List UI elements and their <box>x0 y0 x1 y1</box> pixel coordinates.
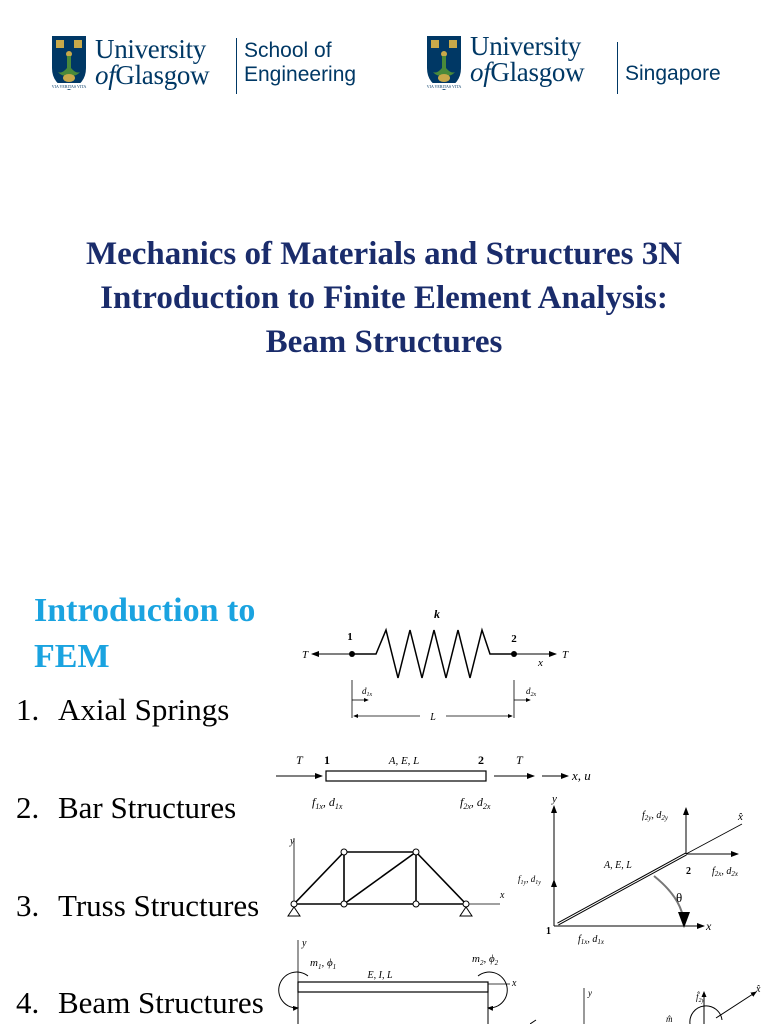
logo-divider <box>617 42 618 94</box>
svg-text:k: k <box>434 607 440 621</box>
section-heading: Introduction to FEM <box>34 592 256 675</box>
svg-text:d2x: d2x <box>526 686 537 698</box>
wordmark-line1: University <box>470 31 581 61</box>
svg-text:1: 1 <box>324 753 330 767</box>
university-wordmark: University ofGlasgow <box>470 31 585 87</box>
university-crest-icon: VIA VERITAS VITA <box>52 36 87 90</box>
title-line3: Beam Structures <box>265 324 503 360</box>
school-name: School of Engineering <box>244 39 357 87</box>
svg-text:VIA VERITAS VITA: VIA VERITAS VITA <box>52 84 87 89</box>
logo-divider <box>236 38 237 94</box>
list-item: 1.Axial Springs <box>16 692 230 727</box>
svg-text:T: T <box>302 649 309 661</box>
svg-text:x̂: x̂ <box>755 984 761 995</box>
svg-text:A, E, L: A, E, L <box>388 755 420 767</box>
title-line1: Mechanics of Materials and Structures 3N <box>85 236 683 272</box>
list-item: 3.Truss Structures <box>16 888 260 923</box>
svg-text:x: x <box>705 919 712 933</box>
svg-text:T: T <box>562 649 569 661</box>
truss-diagram: y x <box>287 836 505 917</box>
svg-text:f1x, d1x: f1x, d1x <box>312 795 343 811</box>
svg-text:θ: θ <box>676 890 682 905</box>
inclined-bar-diagram: y x x̂ θ A, E, L 1 2 f2y, d2y f2x, d2x f… <box>518 793 743 946</box>
svg-text:x: x <box>537 657 543 669</box>
svg-text:x, u: x, u <box>571 768 591 783</box>
svg-text:x̂: x̂ <box>737 811 743 823</box>
svg-text:E, I, L: E, I, L <box>367 970 393 981</box>
svg-text:m2, ϕ2: m2, ϕ2 <box>472 953 499 967</box>
svg-text:f2x, d2x: f2x, d2x <box>712 866 739 878</box>
frame-diagram: y x̂ f̂2y m̂ <box>530 984 761 1024</box>
svg-text:2: 2 <box>478 753 484 767</box>
svg-text:f2y, d2y: f2y, d2y <box>642 810 669 822</box>
svg-text:2: 2 <box>511 633 517 645</box>
svg-text:A, E, L: A, E, L <box>603 860 632 871</box>
svg-text:f2x, d2x: f2x, d2x <box>460 795 491 811</box>
svg-text:f1x, d1x: f1x, d1x <box>578 934 605 946</box>
svg-text:d1x: d1x <box>362 686 373 698</box>
svg-text:y: y <box>289 836 295 847</box>
svg-text:f1y, d1y: f1y, d1y <box>518 874 541 886</box>
wordmark-line2: ofGlasgow <box>95 60 210 90</box>
list-item: 2.Bar Structures <box>16 790 237 825</box>
list-item: 4.Beam Structures <box>16 985 264 1020</box>
svg-text:VIA VERITAS VITA: VIA VERITAS VITA <box>427 84 462 89</box>
university-crest-icon: VIA VERITAS VITA <box>427 36 462 90</box>
svg-text:m1, ϕ1: m1, ϕ1 <box>310 957 336 971</box>
svg-text:m̂: m̂ <box>666 1014 673 1024</box>
svg-text:T: T <box>516 753 524 767</box>
svg-text:x: x <box>499 890 505 901</box>
svg-text:2: 2 <box>686 866 691 877</box>
svg-text:T: T <box>296 753 304 767</box>
svg-text:x: x <box>511 978 517 989</box>
wordmark-line2: ofGlasgow <box>470 57 585 87</box>
svg-text:1: 1 <box>347 631 353 643</box>
beam-diagram: y x m1, ϕ1 m2, ϕ2 E, I, L <box>278 938 517 1024</box>
svg-text:1: 1 <box>546 926 551 937</box>
campus-name: Singapore <box>625 62 721 85</box>
university-wordmark: University ofGlasgow <box>95 34 210 90</box>
spring-diagram: k 1 2 T T x d1x d2x L <box>302 607 569 723</box>
svg-text:y: y <box>301 938 307 949</box>
svg-text:L: L <box>429 712 436 723</box>
slide-title: Mechanics of Materials and Structures 3N… <box>0 232 768 364</box>
wordmark-line1: University <box>95 34 206 64</box>
svg-text:f̂2y: f̂2y <box>696 991 705 1004</box>
svg-text:y: y <box>587 988 592 998</box>
bar-diagram: T 1 A, E, L 2 T x, u f1x, d1x f2x, d2x <box>276 753 591 811</box>
title-line2: Introduction to Finite Element Analysis: <box>100 280 668 316</box>
svg-text:y: y <box>551 793 557 805</box>
